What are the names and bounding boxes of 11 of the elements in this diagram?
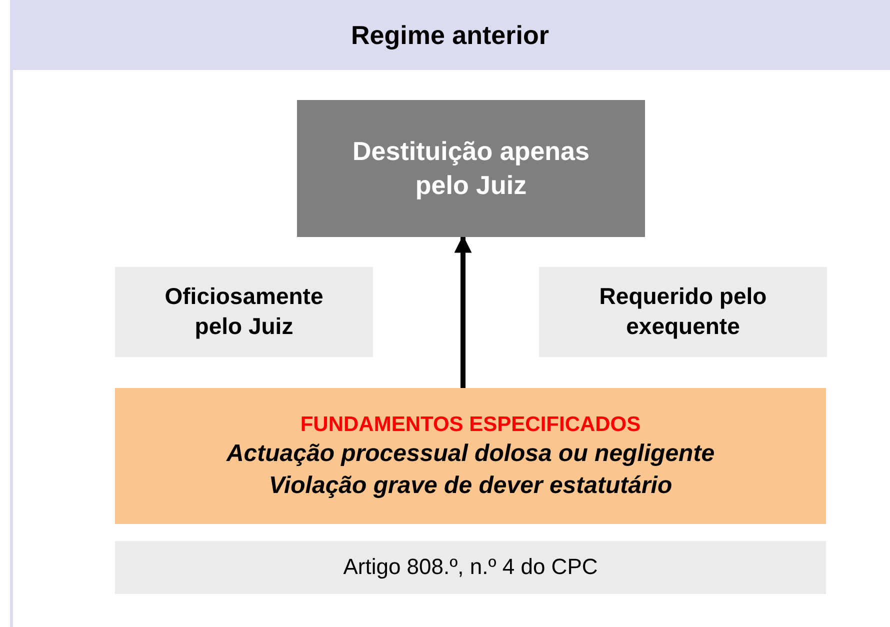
result-box xyxy=(297,100,645,237)
title: Regime anterior xyxy=(351,20,549,50)
box-label: FUNDAMENTOS ESPECIFICADOS xyxy=(300,412,641,438)
box-label: Oficiosamente pelo Juiz xyxy=(164,282,324,341)
arrow xyxy=(454,235,472,388)
box-label: Destituição apenas pelo Juiz xyxy=(352,134,590,202)
box-text: Actuação processual dolosa ou negligente xyxy=(226,439,715,470)
box-label: Artigo 808.º, n.º 4 do CPC xyxy=(343,553,598,582)
grounds-box xyxy=(115,388,826,524)
box-text: Violação grave de dever estatutário xyxy=(268,470,672,501)
box-label: Requerido pelo exequente xyxy=(598,282,768,341)
